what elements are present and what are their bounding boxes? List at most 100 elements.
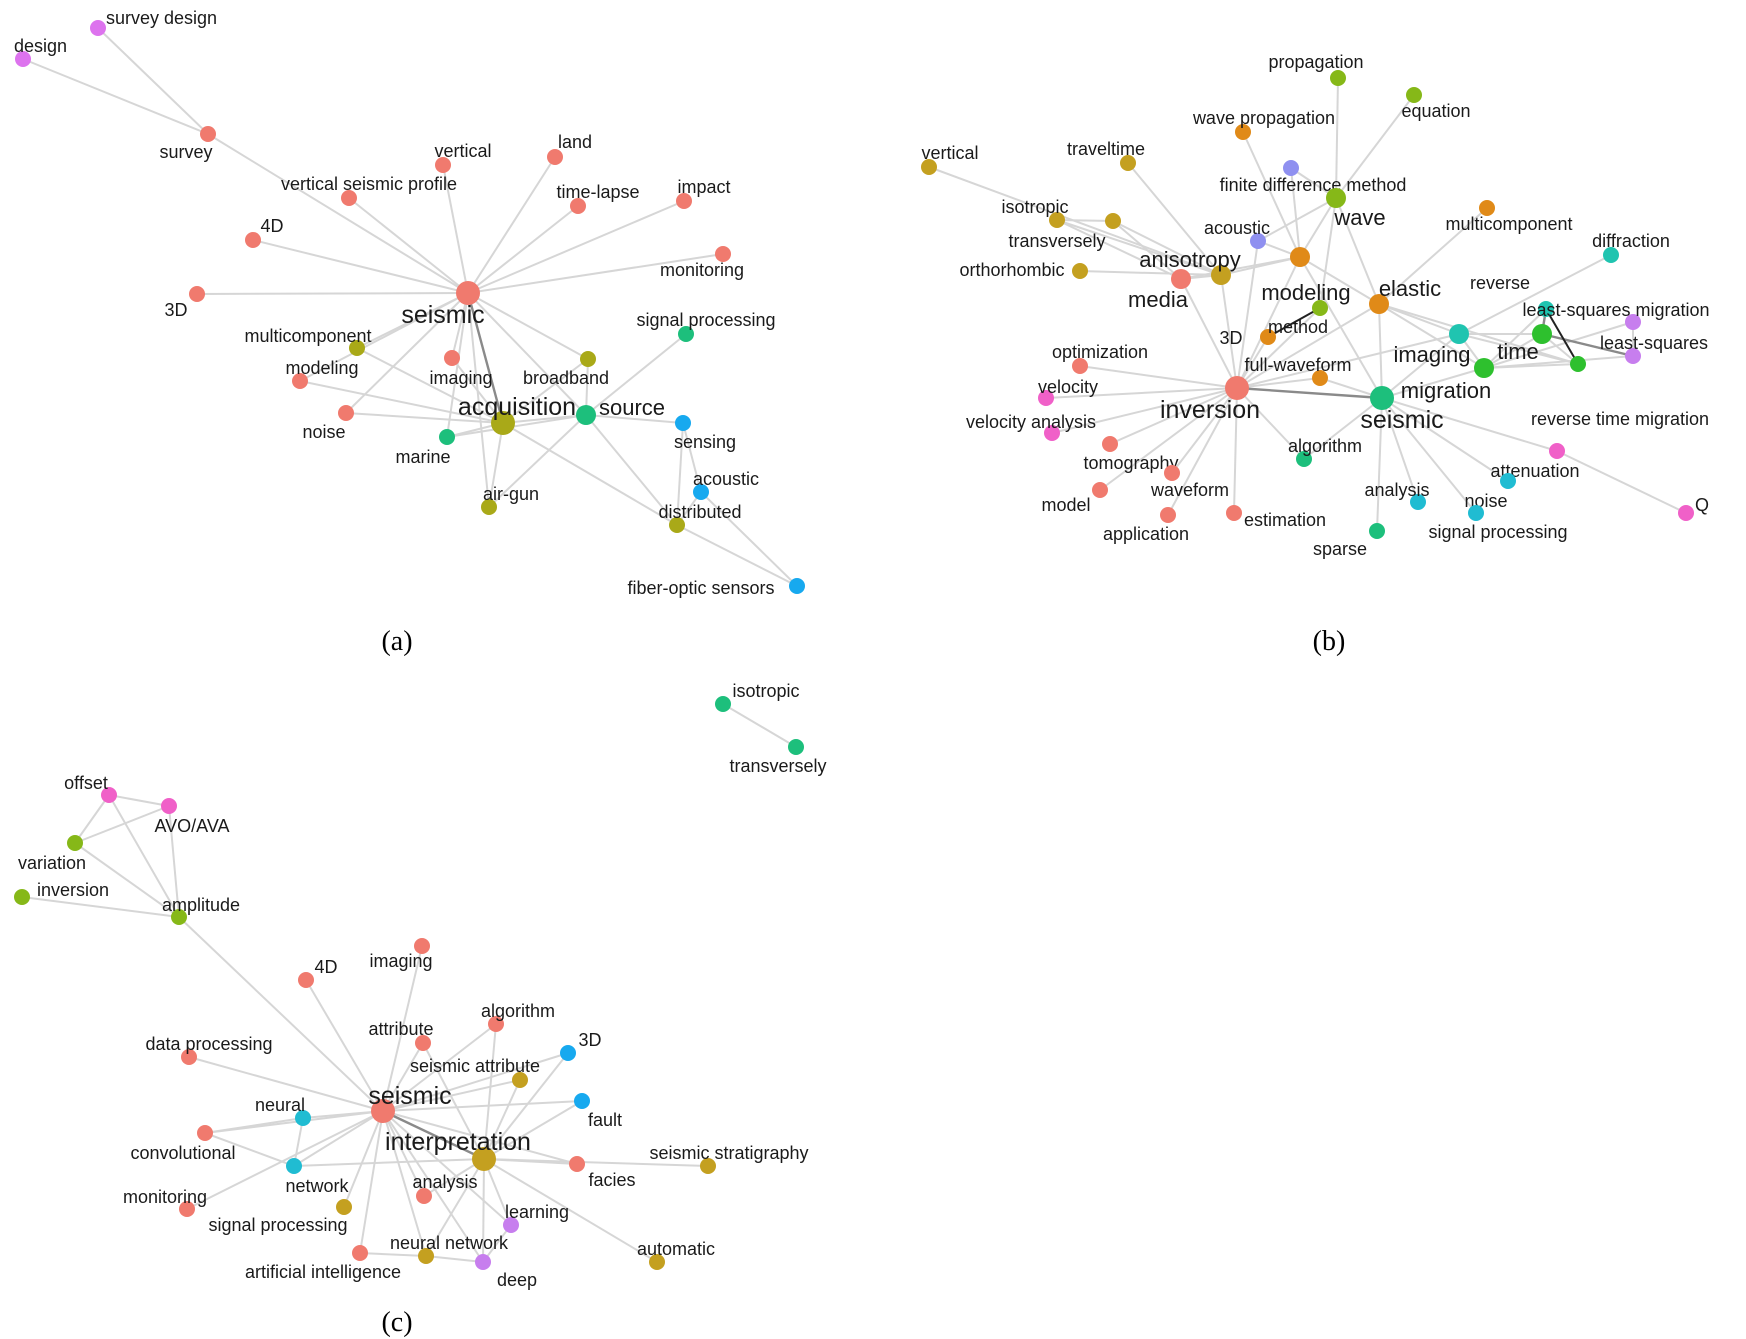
edge-design-survey [22, 58, 209, 135]
edge-neural-network [293, 1117, 304, 1167]
node-estimation [1226, 505, 1242, 521]
edge-diffraction-imaging [1458, 254, 1612, 335]
node-wave [1326, 188, 1346, 208]
node-label-4d: 4D [260, 216, 283, 236]
edge-offset-avo [108, 794, 170, 807]
node-label-fault: fault [588, 1110, 622, 1130]
node-label-acoustic: acoustic [693, 469, 759, 489]
edge-full_waveform-inversion [1236, 377, 1321, 389]
edge-algorithm-seismic [1303, 397, 1383, 460]
node-source [576, 405, 596, 425]
node-label-convolutional: convolutional [130, 1143, 235, 1163]
edge-analysis-seismic [1381, 397, 1419, 503]
node-label-neural_network: neural network [390, 1233, 509, 1253]
node-acoustic [693, 484, 709, 500]
edge-vertical-seismic [442, 164, 469, 294]
edge-land-seismic [467, 156, 556, 294]
node-facies [569, 1156, 585, 1172]
edge-lsm-migration [1483, 321, 1634, 369]
edge-impact-seismic [467, 200, 685, 294]
edge-avo-amplitude [168, 805, 180, 918]
node-analysis [1410, 494, 1426, 510]
node-label-propagation: propagation [1268, 52, 1363, 72]
node-label-diffraction: diffraction [1592, 231, 1670, 251]
node-label-signal_processing: signal processing [208, 1215, 347, 1235]
edge-3d-seismic [196, 292, 469, 295]
node-noise [1500, 473, 1516, 489]
node-lsm [1625, 314, 1641, 330]
node-offset [101, 787, 117, 803]
node-label-data_processing: data processing [145, 1034, 272, 1054]
node-label-sensing: sensing [674, 432, 736, 452]
node-label-algorithm: algorithm [1288, 436, 1362, 456]
edge-fault-interpretation [483, 1100, 583, 1160]
node-imaging [1449, 324, 1469, 344]
edge-transversely-media [1112, 220, 1182, 280]
node-label-imaging: imaging [1393, 342, 1470, 367]
node-label-wave: wave [1333, 205, 1385, 230]
edge-noise-seismic [345, 292, 469, 414]
node-velocity_analysis [1044, 425, 1060, 441]
node-label-amplitude: amplitude [162, 895, 240, 915]
node-label-noise: noise [302, 422, 345, 442]
edge-variation-amplitude [74, 842, 180, 918]
node-air_gun [481, 499, 497, 515]
node-media [1171, 269, 1191, 289]
node-label-deep: deep [497, 1270, 537, 1290]
node-label-ai: artificial intelligence [245, 1262, 401, 1282]
node-label-marine: marine [395, 447, 450, 467]
edge-vsp-seismic [348, 197, 469, 294]
node-time [1532, 324, 1552, 344]
node-label-traveltime: traveltime [1067, 139, 1145, 159]
node-label-signal_processing: signal processing [636, 310, 775, 330]
node-label-equation: equation [1401, 101, 1470, 121]
edge-monitoring-seismic [467, 253, 724, 294]
node-label-model: model [1041, 495, 1090, 515]
node-optimization [1072, 358, 1088, 374]
node-label-modeling: modeling [1261, 280, 1350, 305]
node-seismic_stratigraphy [700, 1158, 716, 1174]
node-label-sparse: sparse [1313, 539, 1367, 559]
node-label-multicomponent: multicomponent [1445, 214, 1572, 234]
node-label-optimization: optimization [1052, 342, 1148, 362]
node-signal_processing [1468, 505, 1484, 521]
node-seismic_attribute [512, 1072, 528, 1088]
edge-isotropic-anisotropy [1056, 219, 1222, 276]
edge-attenuation-seismic [1381, 397, 1558, 452]
node-algorithm [1296, 451, 1312, 467]
edge-learning-seismic [382, 1110, 512, 1226]
node-inversion [14, 889, 30, 905]
node-modeling [1290, 247, 1310, 267]
edge-fdm-modeling [1290, 167, 1301, 258]
edge-waveform-inversion [1171, 387, 1238, 474]
edge-modeling-elastic [1299, 256, 1380, 305]
node-label-offset: offset [64, 773, 108, 793]
node-broadband [580, 351, 596, 367]
edge-wave-elastic [1335, 197, 1380, 305]
edge-elastic-rtm [1378, 303, 1579, 365]
edge-acquisition-distributed [502, 422, 678, 526]
edge-broadband-seismic [467, 292, 589, 360]
node-monitoring [715, 246, 731, 262]
edge-media-inversion [1180, 278, 1238, 389]
node-multicomponent [349, 340, 365, 356]
edge-propagation-wave [1335, 77, 1339, 199]
edge-anisotropy-inversion [1220, 274, 1238, 389]
edge-velocity_analysis-inversion [1051, 387, 1238, 434]
edge-facies-seismic [382, 1110, 578, 1165]
edge-convolutional-seismic [204, 1110, 384, 1134]
edge-imaging-seismic [382, 945, 423, 1112]
node-imaging [444, 350, 460, 366]
edge-interpretation-automatic [483, 1158, 658, 1263]
node-label-application: application [1103, 524, 1189, 544]
node-label-lsm: least-squares migration [1522, 300, 1709, 320]
node-survey_design [90, 20, 106, 36]
edge-attribute-seismic [382, 1042, 424, 1112]
node-label-q: Q [1695, 495, 1709, 515]
edge-transversely-anisotropy [1112, 220, 1222, 276]
node-ai [352, 1245, 368, 1261]
node-convolutional [197, 1125, 213, 1141]
edge-seismic_attribute-interpretation [483, 1079, 521, 1160]
node-automatic [649, 1254, 665, 1270]
